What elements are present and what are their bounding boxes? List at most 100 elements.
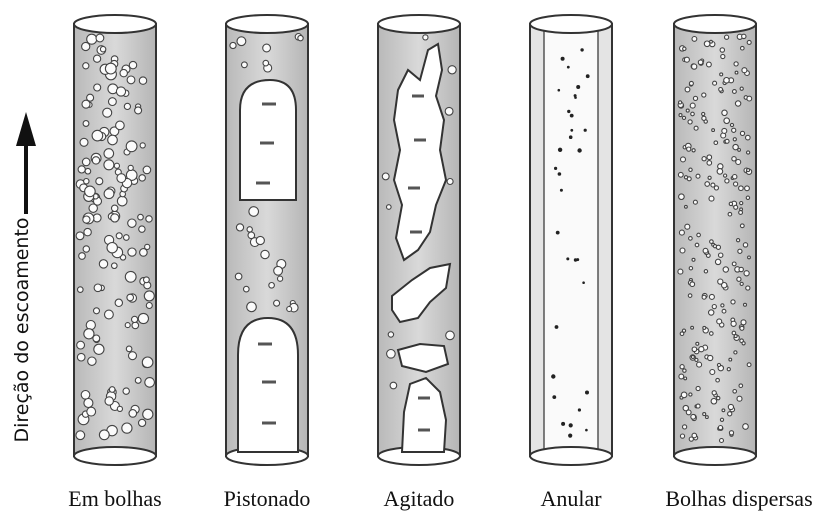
bubble <box>692 433 697 438</box>
bubble <box>104 149 114 159</box>
bubble <box>733 90 737 94</box>
bubble <box>696 342 699 345</box>
bubble <box>274 266 283 275</box>
bubble <box>733 138 736 141</box>
bubble <box>139 77 146 84</box>
bubble <box>125 271 136 282</box>
bubble <box>723 267 728 272</box>
bubble <box>740 202 743 205</box>
bubble <box>708 355 713 360</box>
bubble <box>423 35 428 40</box>
bubble <box>702 112 705 115</box>
bubble <box>696 386 700 390</box>
bubble <box>128 165 133 170</box>
bubble <box>94 308 100 314</box>
bubble <box>99 430 109 440</box>
bubble <box>709 310 714 315</box>
bubble <box>729 431 733 435</box>
bubble <box>87 34 97 44</box>
pipe-bolhas-dispersas <box>674 15 756 465</box>
bubble <box>230 42 236 48</box>
bubble <box>128 248 136 256</box>
bubble <box>679 374 684 379</box>
bubble <box>235 273 242 280</box>
bubble <box>725 179 729 183</box>
bubble <box>124 103 130 109</box>
bubble <box>684 377 687 380</box>
bubble <box>445 107 453 115</box>
bubble <box>679 230 684 235</box>
bubble <box>734 182 738 186</box>
bubble <box>722 409 725 412</box>
bubble <box>690 103 695 108</box>
bubble <box>117 196 127 206</box>
bubble <box>124 235 130 241</box>
bubble <box>127 76 135 84</box>
bubble <box>248 232 255 239</box>
bubble <box>720 418 723 421</box>
bubble <box>287 307 292 312</box>
bubble <box>722 110 727 115</box>
bubble <box>707 62 712 67</box>
bubble <box>108 135 118 145</box>
bubble <box>721 54 725 58</box>
droplet <box>560 189 563 192</box>
bubble <box>691 112 695 116</box>
bubble <box>689 393 692 396</box>
bubble <box>116 233 122 239</box>
bubble <box>140 143 145 148</box>
bubble <box>704 270 707 273</box>
bubble <box>720 439 724 443</box>
bubble <box>105 310 114 319</box>
bubble <box>123 388 129 394</box>
bubble <box>94 344 104 354</box>
bubble <box>692 347 697 352</box>
bubble <box>732 262 736 266</box>
bubble <box>693 200 697 204</box>
bubble <box>125 323 130 328</box>
bubble <box>742 68 747 73</box>
bubble <box>129 61 136 68</box>
bubble <box>731 321 736 326</box>
bubble <box>138 214 144 220</box>
bubble <box>143 166 151 174</box>
bubble <box>78 166 85 173</box>
droplet <box>576 258 579 261</box>
bubble <box>741 46 745 50</box>
bubble <box>85 168 91 174</box>
bubble <box>717 363 720 366</box>
bubble <box>719 88 723 92</box>
bubble <box>92 157 99 164</box>
bubble <box>712 391 716 395</box>
bubble <box>718 426 722 430</box>
droplet <box>555 325 559 329</box>
bubble <box>733 175 737 179</box>
bubble <box>734 62 738 66</box>
bubble <box>739 384 743 388</box>
bubble <box>732 128 736 132</box>
bubble <box>732 331 736 335</box>
bubble <box>83 216 90 223</box>
bubble <box>747 40 751 44</box>
bubble <box>681 392 687 398</box>
bubble <box>688 294 692 298</box>
bubble <box>690 282 695 287</box>
bubble <box>746 196 749 199</box>
bubble <box>683 425 687 429</box>
bubble <box>717 169 723 175</box>
droplet <box>582 281 585 284</box>
bubble <box>730 123 733 126</box>
bubble <box>678 269 683 274</box>
bubble <box>697 233 701 237</box>
bubble <box>679 194 685 200</box>
bubble <box>77 341 85 349</box>
bubble <box>702 295 706 299</box>
droplet <box>567 110 570 113</box>
bubble <box>740 131 744 135</box>
bubble <box>683 405 688 410</box>
bubble <box>236 224 243 231</box>
bubble <box>720 73 723 76</box>
bubble <box>256 236 264 244</box>
droplet <box>558 172 562 176</box>
